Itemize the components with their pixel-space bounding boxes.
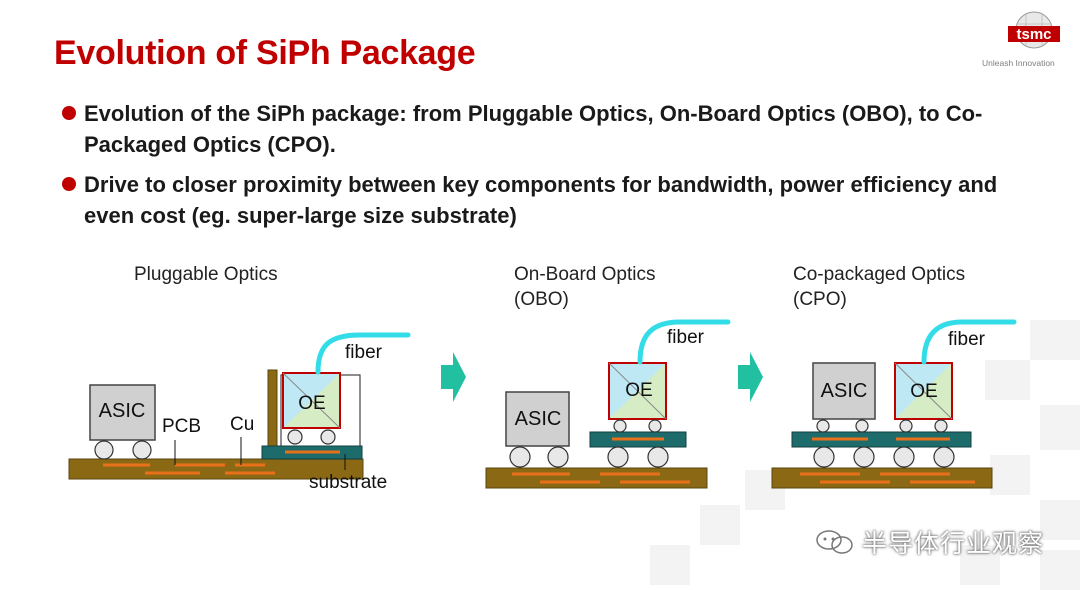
pcb-traces — [512, 472, 690, 484]
solder-ball — [855, 419, 869, 433]
substrate — [791, 431, 972, 448]
fiber-cable — [637, 319, 731, 365]
fiber-label: fiber — [948, 329, 986, 350]
fiber-label: fiber — [345, 342, 383, 363]
solder-ball — [613, 419, 627, 433]
solder-ball — [893, 446, 915, 468]
solder-ball — [899, 419, 913, 433]
solder-ball — [813, 446, 835, 468]
arrow-right-icon — [441, 352, 466, 402]
panel-subtitle: (CPO) — [793, 289, 847, 310]
logo-band — [1008, 26, 1060, 42]
panel-title: On-Board Optics — [514, 264, 656, 285]
solder-ball — [320, 429, 336, 445]
cu-label: Cu — [230, 414, 254, 435]
asic-label: ASIC — [99, 400, 146, 422]
panel-co-packaged-optics: Co-packaged Optics (CPO) ASIC OE fiber — [771, 264, 1017, 489]
bullet-list: Evolution of the SiPh package: from Plug… — [62, 98, 1022, 240]
pcb-board — [771, 467, 993, 489]
oe-divider — [894, 362, 953, 420]
solder-ball — [816, 419, 830, 433]
wechat-icon — [816, 530, 853, 554]
solder-ball — [132, 440, 152, 460]
arrow-right-icon — [738, 352, 763, 402]
asic-chip — [812, 362, 876, 420]
panel-title: Pluggable Optics — [134, 264, 278, 285]
oe-label: OE — [298, 393, 325, 414]
fiber-cable — [315, 332, 411, 375]
pcb-traces — [800, 472, 975, 484]
solder-ball — [287, 429, 303, 445]
oe-label: OE — [910, 381, 937, 402]
pcb-traces — [103, 463, 275, 475]
bullet-item: Evolution of the SiPh package: from Plug… — [62, 98, 1022, 160]
logo-text: tsmc — [1016, 26, 1051, 43]
oe-divider — [608, 362, 667, 420]
brand-tagline: Unleash Innovation — [982, 58, 1055, 68]
solder-ball — [647, 446, 669, 468]
panel-subtitle: (OBO) — [514, 289, 569, 310]
bullet-dot-icon — [62, 177, 76, 191]
solder-ball — [648, 419, 662, 433]
asic-label: ASIC — [821, 380, 868, 402]
solder-ball — [547, 446, 569, 468]
panel-pluggable-optics: Pluggable Optics ASIC OE fiber PCB — [68, 264, 411, 493]
solder-ball — [853, 446, 875, 468]
fiber-label: fiber — [667, 327, 705, 348]
pcb-label: PCB — [162, 416, 201, 437]
panel-on-board-optics: On-Board Optics (OBO) ASIC OE fiber — [485, 264, 731, 489]
bullet-text: Drive to closer proximity between key co… — [84, 172, 998, 228]
watermark-text: 半导体行业观察 — [862, 529, 1045, 558]
bullet-dot-icon — [62, 106, 76, 120]
fiber-cable — [921, 319, 1017, 365]
solder-ball — [934, 419, 948, 433]
background-pattern — [650, 320, 1080, 590]
bullet-item: Drive to closer proximity between key co… — [62, 169, 1022, 231]
asic-chip — [505, 391, 570, 447]
pcb-board — [485, 467, 708, 489]
asic-label: ASIC — [515, 408, 562, 430]
panel-title: Co-packaged Optics — [793, 264, 965, 285]
oe-divider — [282, 372, 341, 429]
solder-ball — [509, 446, 531, 468]
bullet-text: Evolution of the SiPh package: from Plug… — [84, 101, 983, 157]
substrate-label: substrate — [309, 472, 387, 493]
solder-ball — [94, 440, 114, 460]
tsmc-logo: tsmc — [1008, 11, 1060, 49]
solder-ball — [607, 446, 629, 468]
page-title: Evolution of SiPh Package — [54, 34, 476, 72]
oe-label: OE — [625, 380, 652, 401]
asic-chip — [89, 384, 156, 441]
solder-ball — [933, 446, 955, 468]
